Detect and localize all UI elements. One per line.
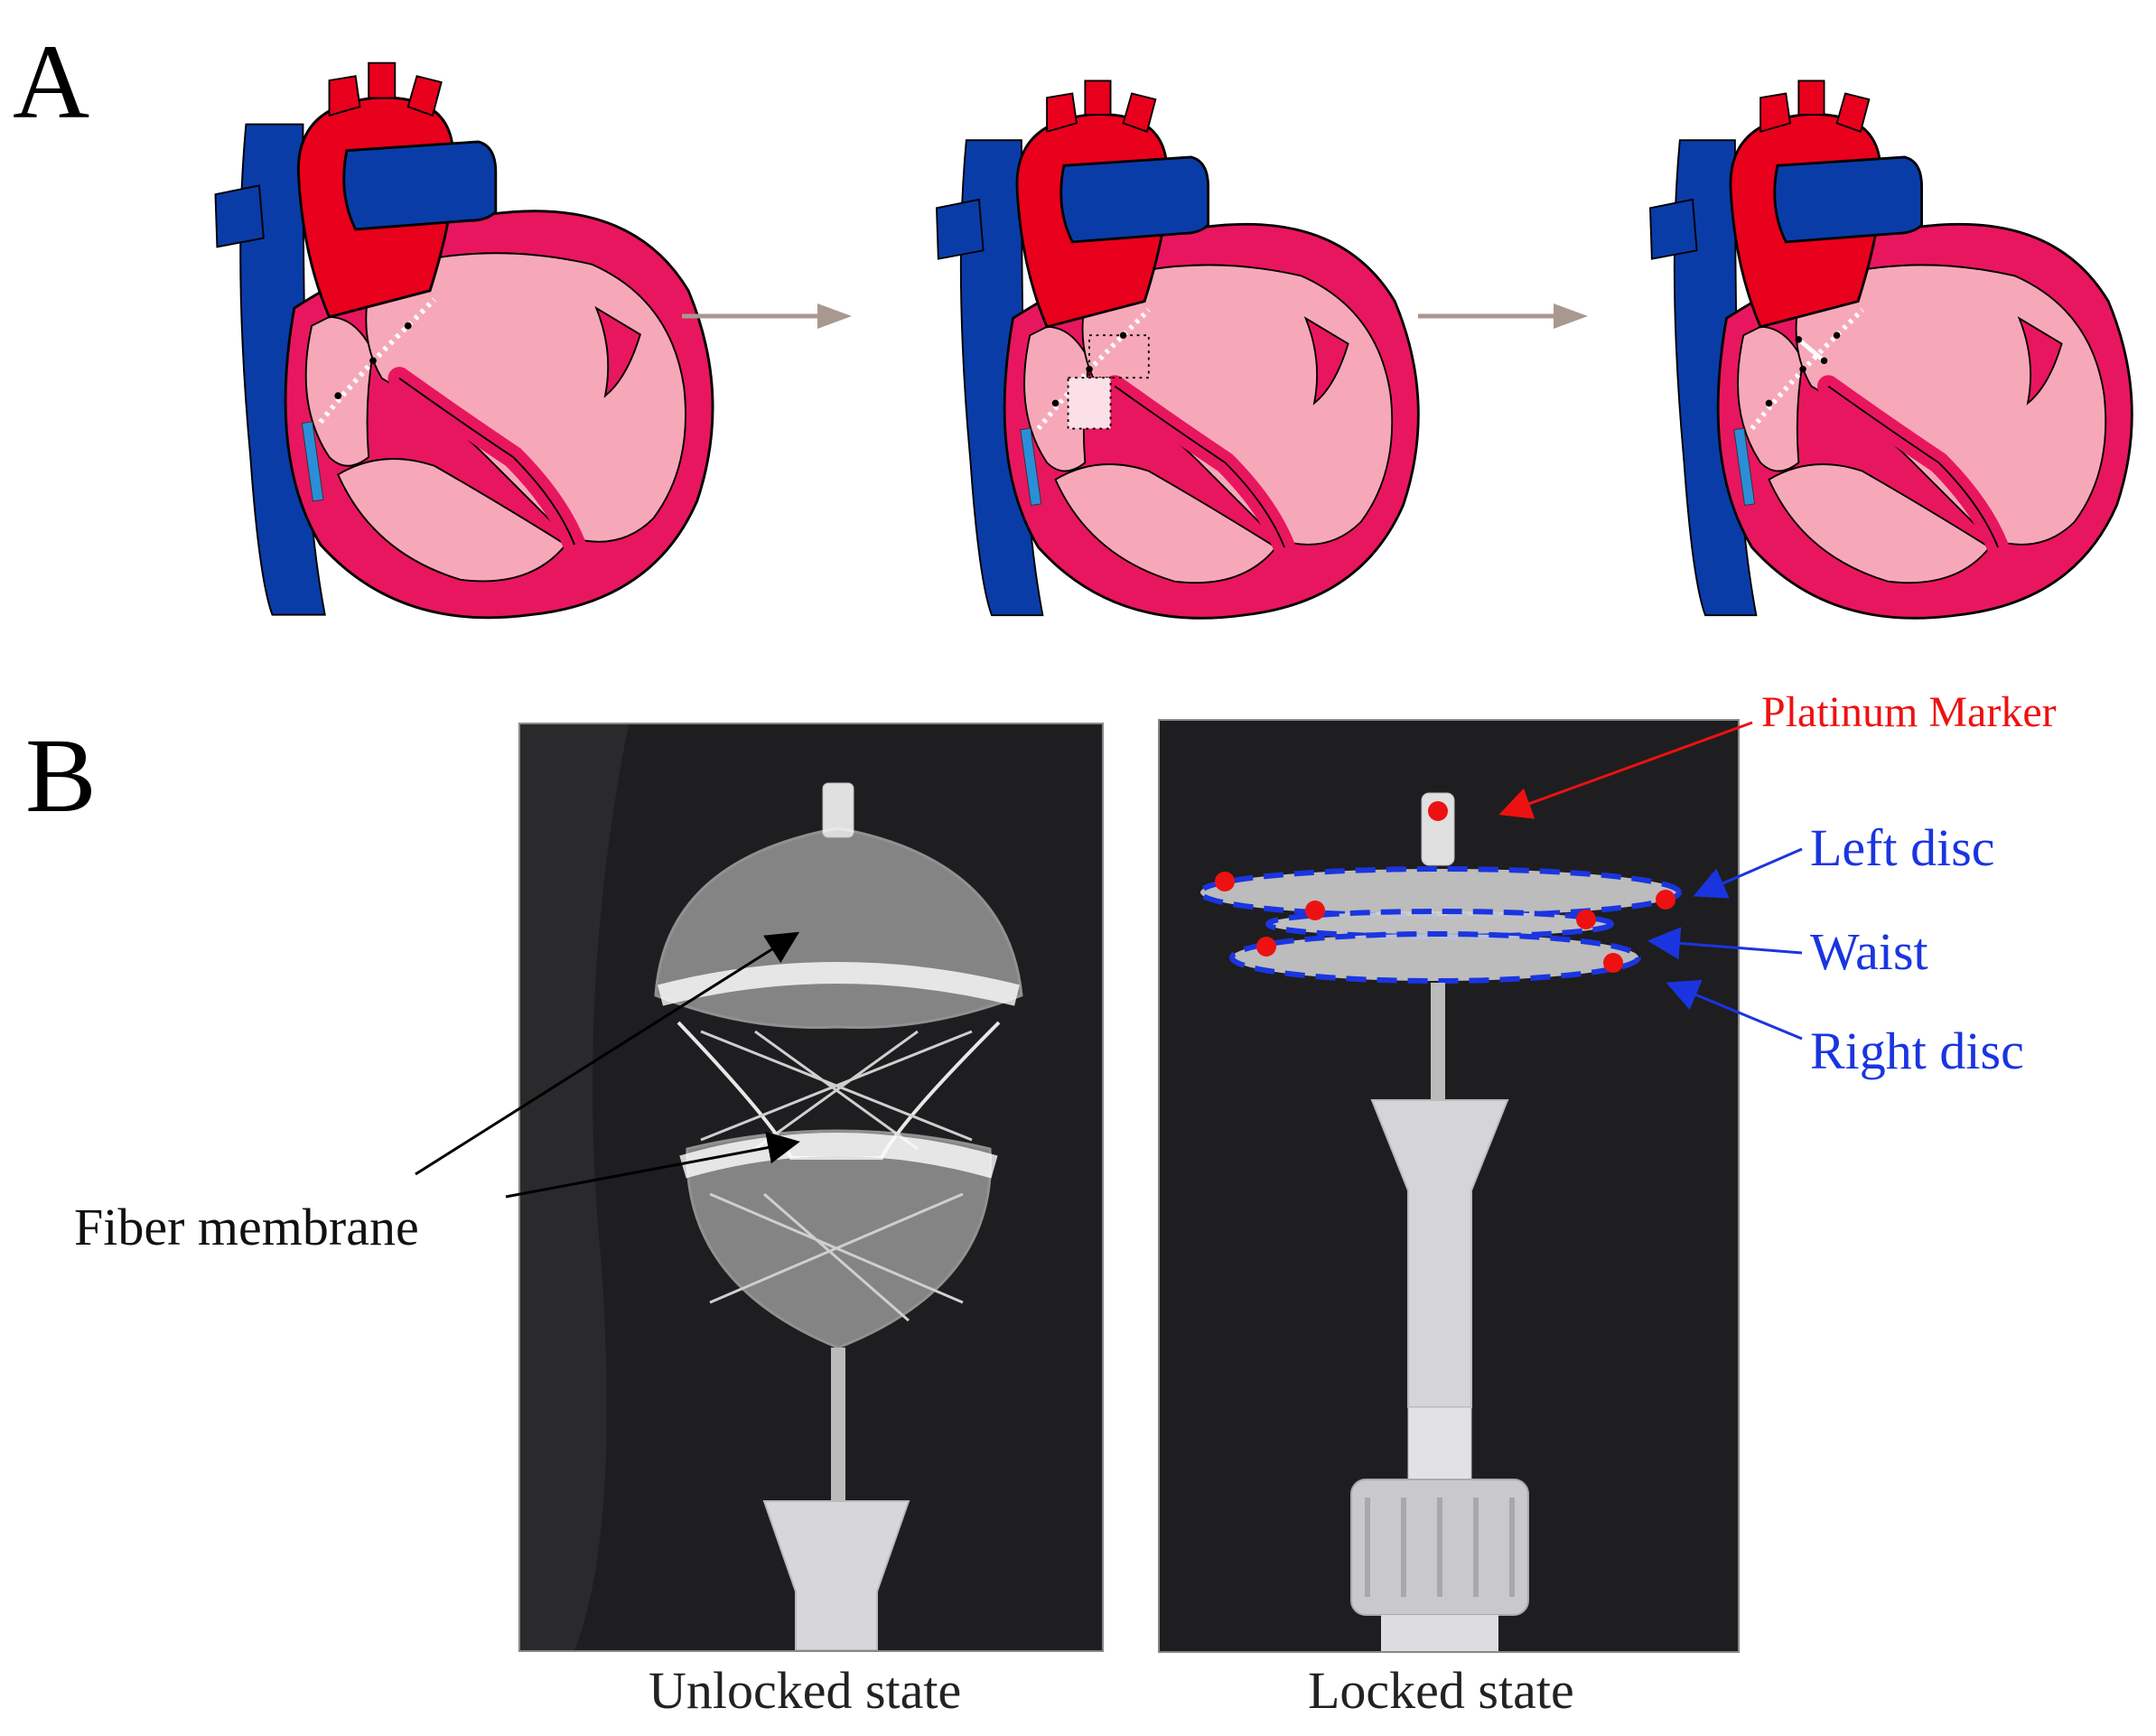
locked-state-caption: Locked state [1308, 1661, 1574, 1720]
panel-label-a: A [13, 23, 90, 141]
right-disc-label: Right disc [1810, 1022, 2024, 1080]
fiber-arrow-upper [415, 931, 800, 1176]
unlocked-device-photo [518, 723, 1104, 1652]
waist-arrow [1647, 927, 1803, 960]
waist-label: Waist [1810, 922, 1928, 981]
fiber-arrow-lower [505, 1131, 800, 1199]
platinum-arrow [1498, 721, 1753, 819]
unlocked-state-caption: Unlocked state [649, 1661, 962, 1720]
platinum-marker-label: Platinum Marker [1761, 688, 2057, 736]
heart-diagram-stage-3 [1617, 72, 2156, 632]
panel-label-b: B [25, 716, 97, 835]
stage-arrow-1 [682, 303, 852, 329]
stage-arrow-2 [1418, 303, 1588, 329]
left-disc-label: Left disc [1810, 818, 1995, 877]
locked-device-photo [1158, 719, 1740, 1653]
left-disc-arrow [1693, 847, 1803, 899]
right-disc-arrow [1666, 979, 1803, 1041]
heart-diagram-stage-2 [903, 72, 1445, 632]
fiber-membrane-label: Fiber membrane [74, 1198, 419, 1256]
